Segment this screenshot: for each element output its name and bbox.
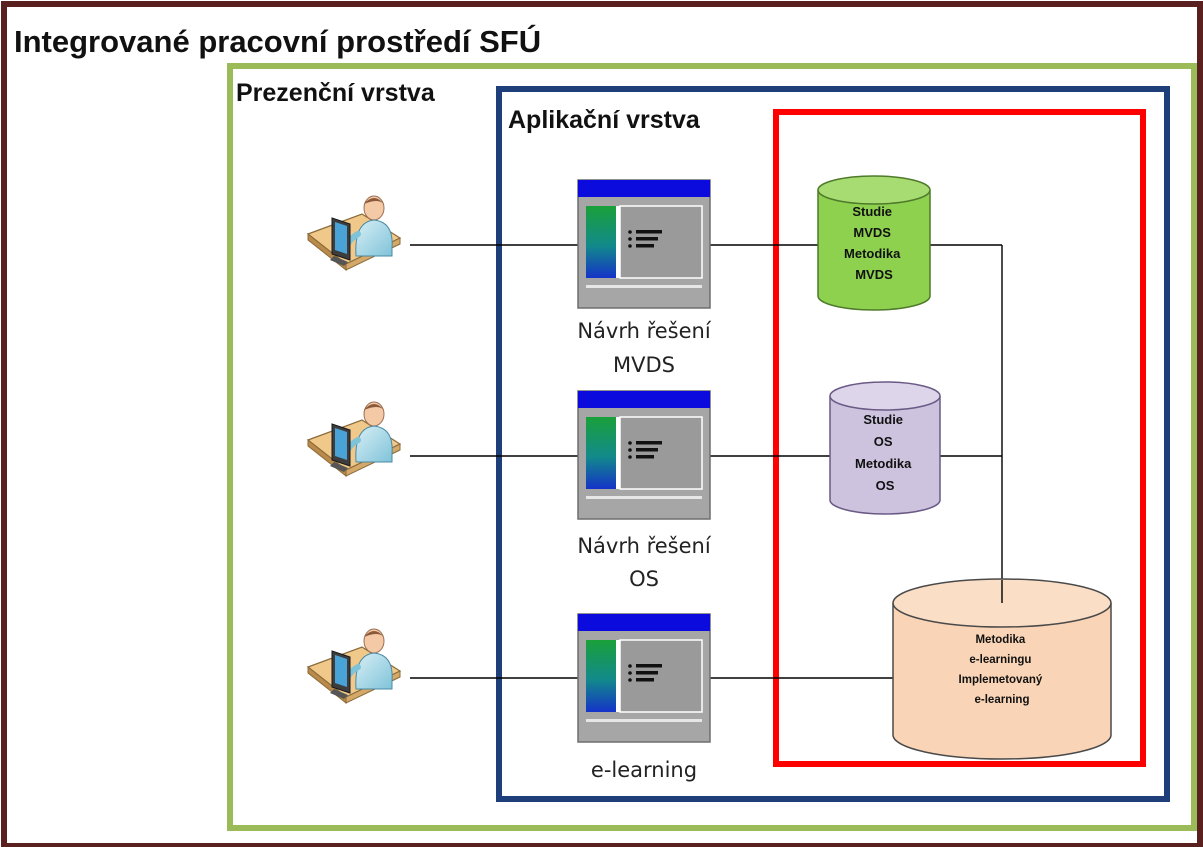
application-layer-frame — [496, 86, 1170, 802]
svg-text:Studie OS Metodika: Studie OS Metodika OS — [855, 412, 915, 493]
database-cylinder-icon — [892, 578, 1112, 760]
data-layer-frame — [773, 109, 1146, 767]
application-window-icon[interactable] — [577, 179, 711, 309]
presentation-layer-title: Prezenční vrstva — [236, 79, 436, 107]
application-window-icon[interactable] — [577, 390, 711, 520]
app-caption-line2: MVDS — [613, 353, 675, 377]
application-window-icon[interactable] — [577, 613, 711, 743]
db-label-line: OS — [876, 478, 895, 493]
database-cylinder-icon — [817, 175, 931, 311]
database-cylinder-icon — [829, 381, 941, 515]
outer-title: Integrované pracovní prostředí SFÚ — [14, 23, 541, 59]
db-label-line: Studie — [863, 412, 903, 427]
presentation-layer-frame — [227, 63, 1197, 831]
db-label-line: Implemetovaný — [959, 674, 1043, 686]
svg-text:Studie MVDS Metodika: Studie MVDS Metodika MVDS — [844, 204, 904, 282]
db-label-line: Metodika — [844, 246, 901, 261]
app-caption-line1: Návrh řešení — [577, 319, 712, 343]
app-caption-line1: e-learning — [591, 758, 697, 782]
db-label-line: e-learning — [975, 694, 1030, 706]
db-label-line: MVDS — [853, 225, 891, 240]
user-workstation-icon — [308, 402, 400, 476]
db-label-line: Metodika — [855, 456, 912, 471]
user-workstation-icon — [308, 196, 400, 270]
user-workstation-icon — [308, 629, 400, 703]
db-label-line: MVDS — [855, 267, 893, 282]
db-label-line: Metodika — [975, 634, 1025, 646]
svg-text:Metodika e-learningu I: Metodika e-learningu Implemetovaný e-lea… — [959, 634, 1046, 706]
db-label-line: Studie — [852, 204, 892, 219]
connectors — [410, 244, 1003, 679]
db-label-line: OS — [874, 434, 893, 449]
db-label-line: e-learningu — [969, 654, 1031, 666]
app-caption-line2: OS — [629, 567, 659, 591]
application-layer-title: Aplikační vrstva — [508, 106, 701, 134]
app-caption-line1: Návrh řešení — [577, 534, 712, 558]
